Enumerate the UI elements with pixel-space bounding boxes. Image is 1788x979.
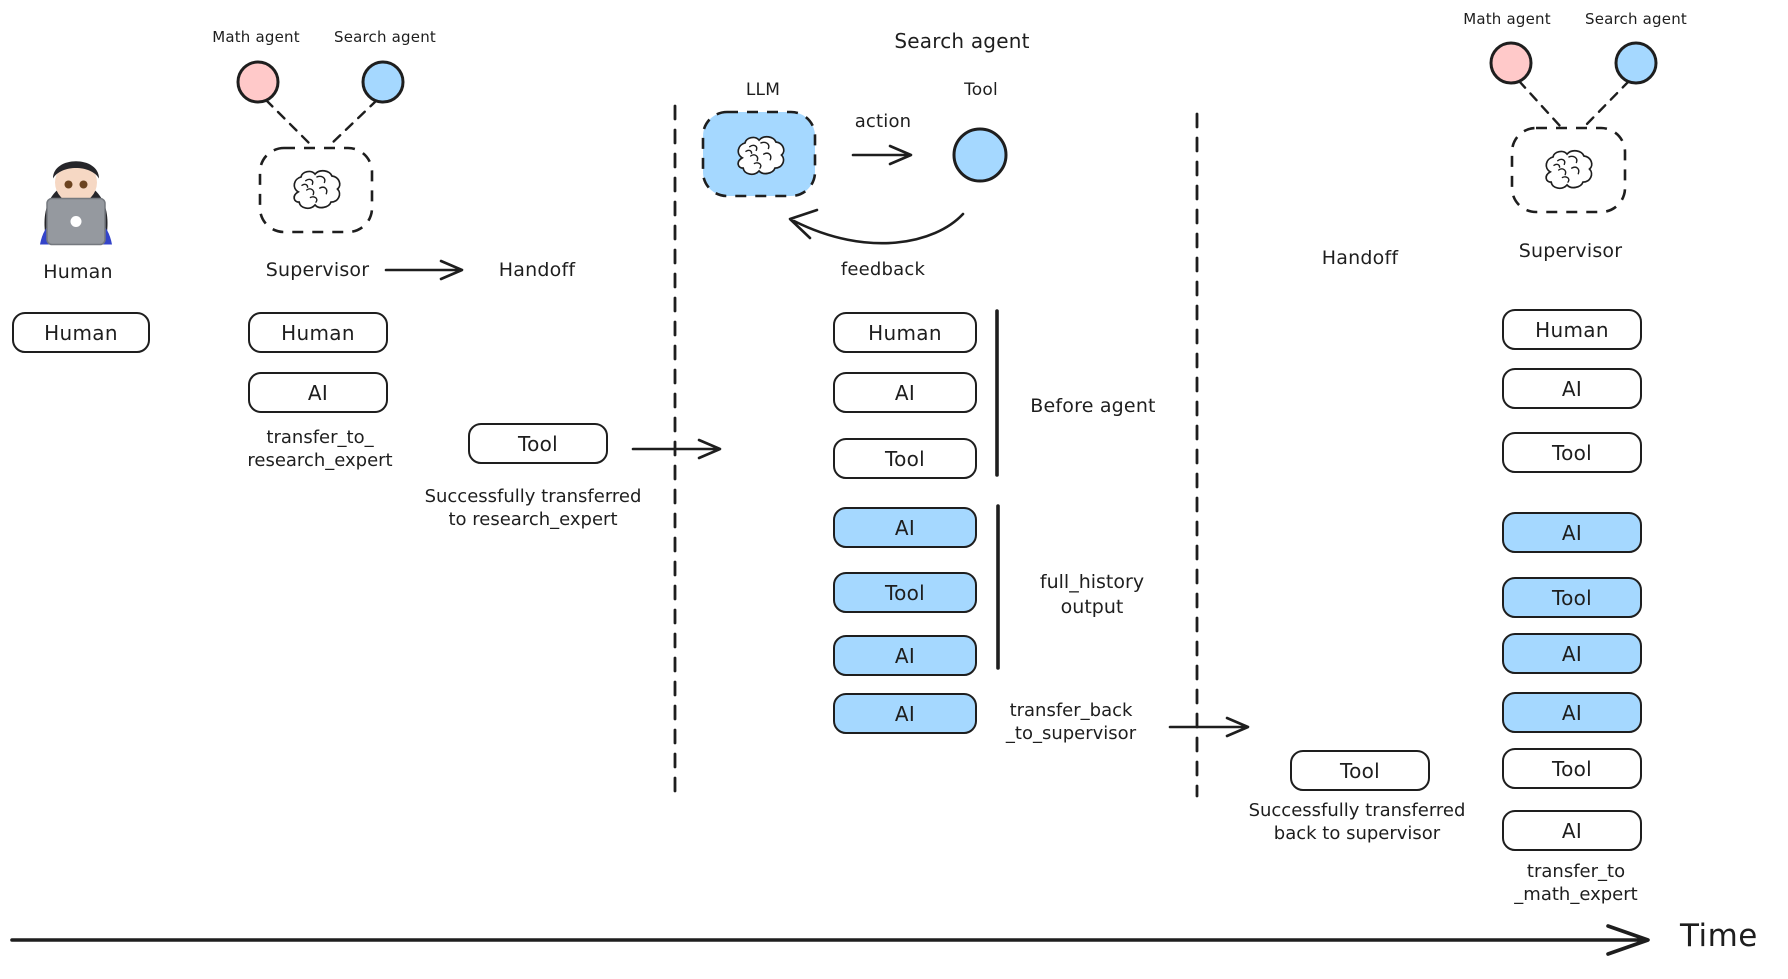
note-line: full_history — [1039, 571, 1145, 593]
message-pill-ai: AI — [1502, 512, 1642, 553]
math-agent-label-right: Math agent — [1463, 10, 1551, 28]
message-pill-ai: AI — [1502, 692, 1642, 733]
handoff-label-right: Handoff — [1321, 247, 1399, 269]
note-line: transfer_back — [1009, 700, 1133, 721]
message-pill-ai: AI — [833, 372, 977, 413]
message-pill-ai: AI — [833, 693, 977, 734]
message-pill-ai: AI — [833, 507, 977, 548]
supervisor-label-right: Supervisor — [1518, 240, 1623, 262]
arrow-transfer-back — [1168, 716, 1250, 738]
transfer-research-note: transfer_to_ research_expert — [230, 426, 410, 472]
message-pill-human: Human — [1502, 309, 1642, 350]
note-line: output — [1060, 596, 1124, 618]
before-agent-label: Before agent — [1030, 395, 1156, 417]
connector-math-to-supervisor-left — [264, 98, 314, 148]
llm-label: LLM — [745, 80, 781, 100]
action-label: action — [854, 111, 912, 132]
search-agent-label-left: Search agent — [333, 28, 437, 46]
success-supervisor-note: Successfully transferred back to supervi… — [1203, 799, 1511, 845]
tool-node — [952, 127, 1008, 183]
message-pill-ai: AI — [248, 372, 388, 413]
note-line: _math_expert — [1514, 884, 1638, 905]
message-pill-ai: AI — [1502, 810, 1642, 851]
tool-label: Tool — [964, 80, 998, 100]
search-agent-node-right — [1614, 41, 1658, 85]
human-avatar — [26, 134, 126, 250]
math-agent-node-left — [236, 60, 280, 104]
message-pill-human: Human — [248, 312, 388, 353]
note-line: to research_expert — [448, 509, 618, 530]
full-history-note: full_history output — [1002, 570, 1182, 620]
arrow-feedback — [788, 208, 965, 245]
message-pill-human: Human — [12, 312, 150, 353]
time-axis-label: Time — [1680, 918, 1758, 954]
note-line: _to_supervisor — [1005, 723, 1137, 744]
transfer-math-note: transfer_to _math_expert — [1486, 860, 1666, 906]
message-pill-tool: Tool — [468, 423, 608, 464]
search-agent-label-right: Search agent — [1584, 10, 1688, 28]
math-agent-label-left: Math agent — [212, 28, 300, 46]
brain-icon — [288, 168, 344, 216]
note-line: transfer_to — [1526, 861, 1626, 882]
note-line: back to supervisor — [1273, 823, 1441, 844]
handoff-label-left: Handoff — [498, 259, 576, 281]
note-line: Successfully transferred — [424, 486, 642, 507]
brain-icon — [1540, 148, 1596, 196]
message-pill-tool: Tool — [1502, 748, 1642, 789]
transfer-back-note: transfer_back _to_supervisor — [985, 699, 1157, 745]
message-pill-tool: Tool — [1290, 750, 1430, 791]
search-agent-title: Search agent — [894, 29, 1030, 53]
brain-icon — [732, 134, 788, 182]
note-line: transfer_to_ — [266, 427, 374, 448]
arrow-tool-to-search-agent — [631, 438, 722, 460]
time-axis-arrow — [10, 924, 1650, 956]
connector-math-to-supervisor-right — [1517, 79, 1562, 128]
search-agent-node-left — [361, 60, 405, 104]
supervisor-label-left: Supervisor — [265, 259, 370, 281]
human-avatar-icon — [40, 161, 112, 246]
message-pill-tool: Tool — [1502, 432, 1642, 473]
message-pill-tool: Tool — [833, 572, 977, 613]
arrow-supervisor-to-handoff-left — [384, 259, 464, 281]
note-line: Successfully transferred — [1248, 800, 1466, 821]
message-pill-ai: AI — [833, 635, 977, 676]
connector-search-to-supervisor-right — [1583, 79, 1631, 128]
human-caption: Human — [43, 261, 113, 283]
arrow-action — [851, 144, 913, 166]
message-pill-tool: Tool — [833, 438, 977, 479]
message-pill-ai: AI — [1502, 633, 1642, 674]
math-agent-node-right — [1489, 41, 1533, 85]
message-pill-ai: AI — [1502, 368, 1642, 409]
note-line: research_expert — [247, 450, 393, 471]
connector-search-to-supervisor-left — [327, 98, 379, 148]
feedback-label: feedback — [840, 259, 926, 280]
message-pill-human: Human — [833, 312, 977, 353]
message-pill-tool: Tool — [1502, 577, 1642, 618]
success-research-note: Successfully transferred to research_exp… — [388, 485, 678, 531]
